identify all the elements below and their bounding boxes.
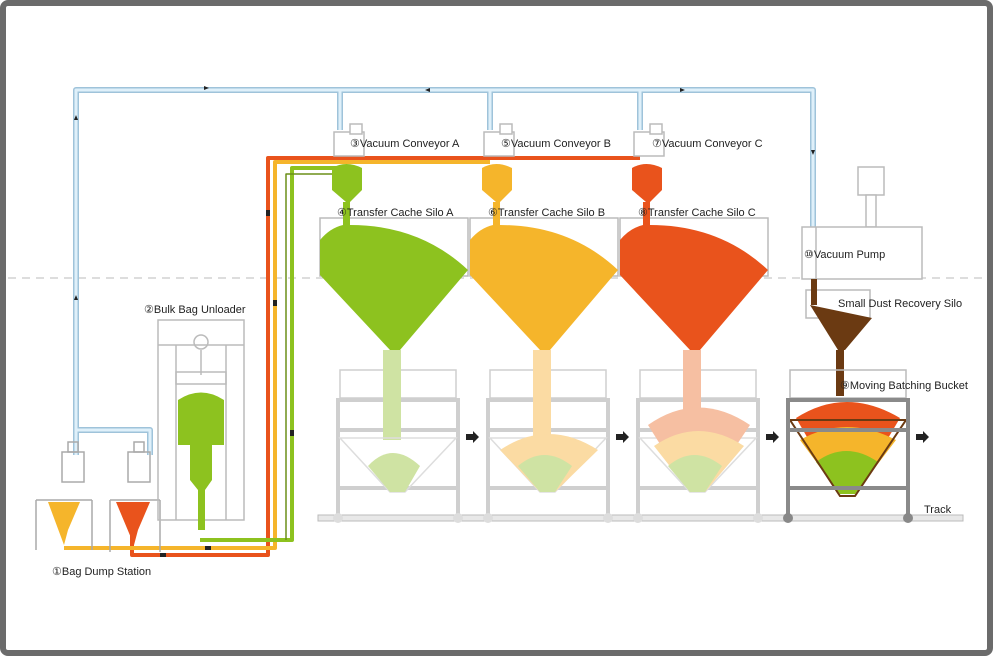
transfer-silo-b [470,202,618,350]
track-label: Track [924,504,952,516]
bag-dump-hopper-yellow [48,502,80,545]
vacuum-conveyor-a-body [332,164,362,202]
transfer-silo-c [620,202,768,350]
bag-dump-station-1 [35,441,93,550]
vacuum-conveyor-c-label: ⑦Vacuum Conveyor C [652,138,763,150]
vacuum-conveyor-a [333,123,365,157]
transfer-silo-a-label: ④Transfer Cache Silo A [337,207,454,219]
vacuum-pump-label: ⑩Vacuum Pump [804,249,885,261]
moving-batching-bucket-label: ⑨Moving Batching Bucket [840,380,968,392]
vacuum-conveyor-b-label: ⑤Vacuum Conveyor B [501,138,611,150]
moving-batching-bucket [783,369,913,523]
bag-dump-station-label: ①Bag Dump Station [52,566,151,578]
vacuum-conveyor-c [633,123,665,157]
material-lines [64,156,640,557]
vacuum-conveyor-c-body [632,164,662,202]
transfer-silo-c-label: ⑧Transfer Cache Silo C [638,207,756,219]
vacuum-conveyor-b [483,123,515,157]
transfer-silo-a [320,202,468,350]
dust-recovery-silo [810,305,872,350]
transfer-silo-b-label: ⑥Transfer Cache Silo B [488,207,605,219]
bulk-bag-unloader-label: ②Bulk Bag Unloader [144,304,246,316]
bag-dump-hopper-orange [116,502,150,545]
bucket-movement-arrows [466,431,929,443]
vacuum-pump [801,166,923,280]
vacuum-conveyor-a-label: ③Vacuum Conveyor A [350,138,460,150]
bag-dump-station-2 [109,441,161,552]
bulk-bag-material [178,392,224,530]
dust-recovery-silo-label: Small Dust Recovery Silo [838,298,962,310]
vacuum-conveyor-b-body [482,164,512,202]
